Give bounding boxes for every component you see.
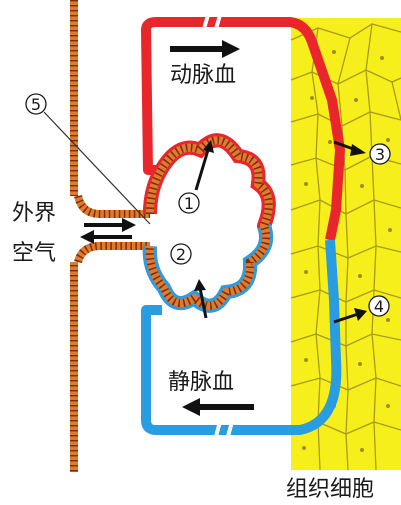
svg-text:4: 4 [374, 297, 384, 316]
marker-5: 5 [26, 94, 46, 114]
svg-text:5: 5 [31, 95, 41, 114]
marker-2: 2 [171, 244, 191, 264]
outside-air-label-line1: 外界 [12, 201, 56, 226]
svg-text:1: 1 [184, 194, 194, 213]
alveolus [150, 140, 269, 305]
svg-text:2: 2 [176, 245, 186, 264]
air-exchange-arrows [80, 218, 136, 244]
tissue-cells-label: 组织细胞 [286, 477, 374, 502]
venous-blood-label: 静脉血 [168, 370, 234, 395]
marker-4: 4 [369, 296, 389, 316]
marker-1: 1 [179, 193, 199, 213]
tissue-cell-block [291, 18, 401, 470]
arterial-blood-label: 动脉血 [170, 63, 236, 88]
marker-5-pointer [44, 112, 150, 224]
outside-air-label-line2: 空气 [12, 241, 56, 266]
arterial-flow-arrow [170, 40, 240, 58]
marker-3: 3 [370, 144, 390, 164]
venous-flow-arrow [182, 398, 254, 416]
svg-text:3: 3 [375, 145, 385, 164]
